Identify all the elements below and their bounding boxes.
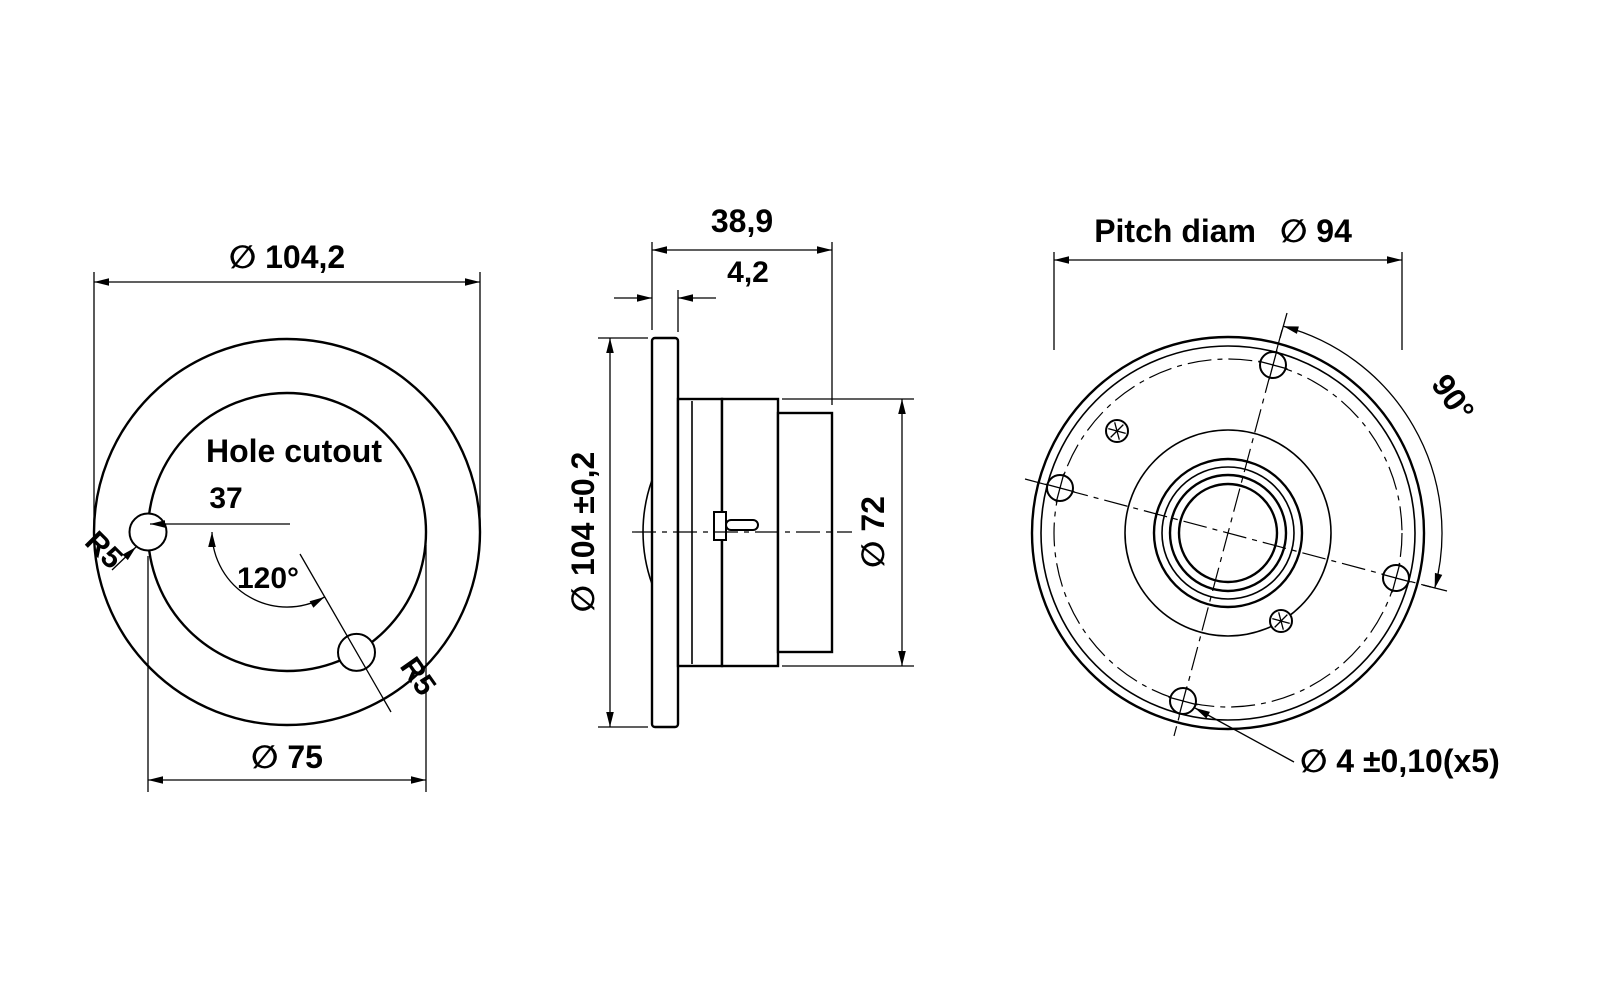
- notch-radius-left-label: R5: [78, 525, 128, 575]
- cutout-diameter-label: ∅ 75: [251, 739, 323, 775]
- mounting-screw-left: [1045, 473, 1075, 503]
- cutout-title: Hole cutout: [206, 433, 382, 469]
- side-view: 38,9 4,2 ∅ 104 ±0,2 ∅ 72: [565, 203, 914, 729]
- extension-line-angle-top: [1279, 312, 1288, 339]
- screw-slot-line: [1178, 686, 1188, 716]
- screw-star-line: [1274, 614, 1288, 628]
- dimension-arc-hole-angle: [1283, 325, 1443, 589]
- screw-slot-marks: [1045, 473, 1075, 503]
- faceplate-screw-upper-left: [1105, 419, 1129, 443]
- pitch-diameter-label: ∅ 94: [1280, 213, 1352, 249]
- flange-thickness-label: 4,2: [727, 256, 769, 289]
- leader-line-radius-left: [111, 546, 137, 571]
- screw-slot-line: [1055, 473, 1065, 503]
- front-centerline-horizontal: [1024, 478, 1432, 588]
- screw-slot-line: [1268, 350, 1278, 380]
- front-view: Pitch diam ∅ 94 90° ∅ 4 ±0,10(x5): [1024, 213, 1500, 779]
- screw-slot-marks: [1258, 350, 1288, 380]
- outer-diameter-label: ∅ 104,2: [229, 239, 345, 275]
- cutout-notch-left: [128, 512, 168, 552]
- pitch-label: Pitch diam: [1094, 213, 1256, 249]
- notch-angle-label: 120°: [237, 562, 299, 595]
- hole-angle-label: 90°: [1424, 368, 1481, 428]
- mounting-screw-bottom: [1168, 686, 1198, 716]
- dome-circle: [1177, 482, 1279, 584]
- notch-radius-right-label: R5: [393, 651, 442, 701]
- cutout-outer-circle: [92, 337, 482, 727]
- magnet-diameter-label: ∅ 72: [855, 496, 891, 568]
- cutout-view: ∅ 104,2 Hole cutout 37 120° R5 R5 ∅ 75: [78, 239, 482, 792]
- notch-offset-label: 37: [209, 482, 242, 515]
- mounting-screw-top: [1258, 350, 1288, 380]
- terminal-base: [713, 511, 727, 541]
- leader-line-mounting-holes: [1194, 707, 1295, 763]
- mounting-screw-right: [1381, 563, 1411, 593]
- radial-line-notch-right: [299, 553, 392, 713]
- screw-slot-marks: [1168, 686, 1198, 716]
- total-depth-label: 38,9: [711, 203, 773, 239]
- mounting-holes-label: ∅ 4 ±0,10(x5): [1300, 743, 1500, 779]
- faceplate-screw-lower-right: [1269, 609, 1293, 633]
- dimension-arc-notch-angle: [208, 531, 325, 608]
- flange-diameter-label: ∅ 104 ±0,2: [565, 452, 601, 613]
- terminal-pin: [725, 519, 759, 531]
- screw-star-line: [1110, 424, 1124, 438]
